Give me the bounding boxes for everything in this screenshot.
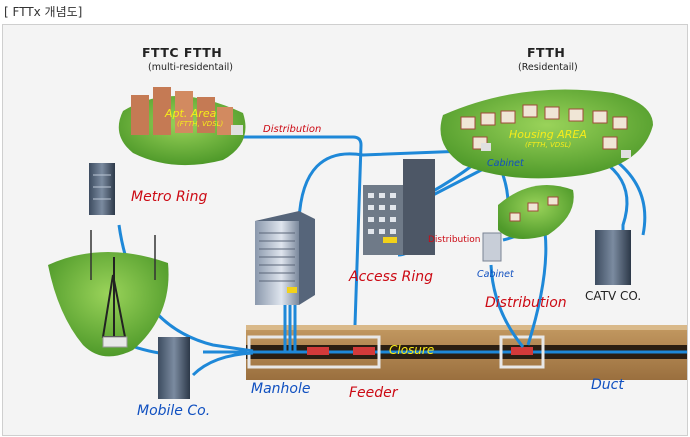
fttx-diagram: FTTC FTTH (multi-residentail) FTTH (Resi…: [2, 24, 688, 436]
distribution-big-label: Distribution: [485, 295, 567, 311]
closure-center: [353, 347, 375, 355]
closure-label: Closure: [389, 343, 435, 357]
apt-area-label: Apt. Area: [165, 107, 217, 120]
metro-ring-label: Metro Ring: [131, 189, 208, 205]
small-housing-island: [498, 185, 574, 239]
mobile-co-label: Mobile Co.: [137, 403, 211, 419]
mobile-tower-area: [48, 230, 169, 357]
diagram-canvas: [48, 87, 687, 399]
feeder-label: Feeder: [349, 385, 398, 401]
mobile-co-building: [158, 337, 190, 399]
underground-duct: [203, 325, 687, 380]
manhole-right: [499, 335, 545, 369]
distribution-top-label: Distribution: [263, 124, 322, 135]
housing-area-label: Housing AREA: [509, 128, 587, 141]
catv-label: CATV CO.: [585, 289, 642, 303]
cabinet-box: [482, 232, 502, 262]
cabinet-bottom-label: Cabinet: [477, 269, 514, 280]
figure-caption: [ FTTx 개념도]: [4, 5, 83, 19]
cabinet-top-label: Cabinet: [487, 158, 524, 169]
left-heading-title: FTTC FTTH: [142, 45, 223, 60]
duct-label: Duct: [591, 377, 624, 393]
housing-area: [440, 89, 653, 179]
right-heading-title: FTTH: [527, 45, 566, 60]
apartment-area: [118, 87, 246, 166]
access-ring-label: Access Ring: [349, 269, 433, 285]
housing-area-sublabel: (FTTH, VDSL): [525, 141, 572, 149]
catv-building: [595, 230, 631, 285]
central-office-rack: [255, 211, 315, 305]
manhole-label: Manhole: [251, 381, 311, 397]
apt-area-sublabel: (FTTH, VDSL): [177, 120, 224, 128]
distribution-mid-label: Distribution: [428, 235, 481, 245]
right-heading-subtitle: (Residentail): [518, 62, 578, 73]
access-ring-building: [363, 159, 435, 255]
left-heading-subtitle: (multi-residentail): [148, 62, 233, 73]
metro-ring-building: [89, 163, 115, 215]
